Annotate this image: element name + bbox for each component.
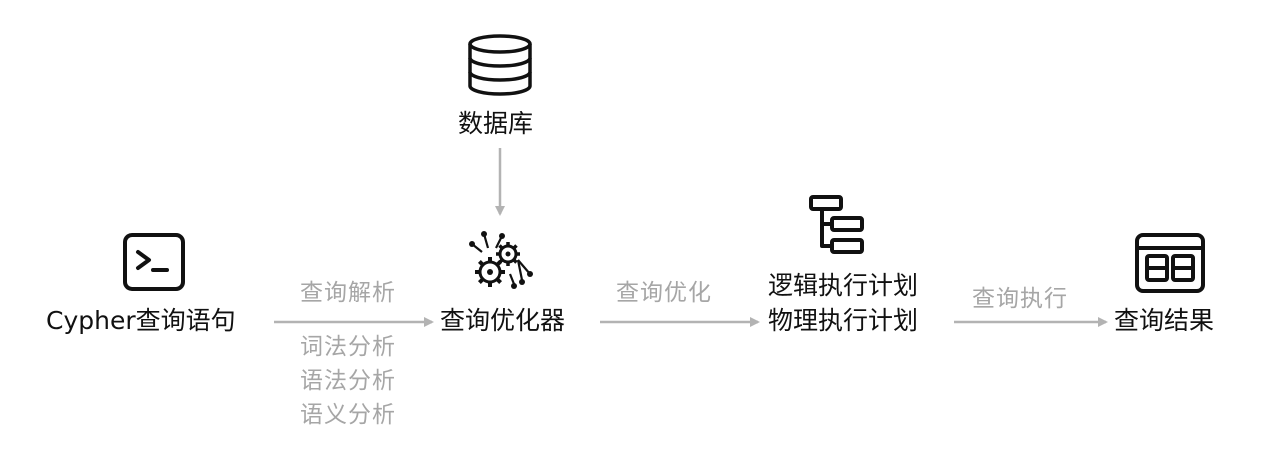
database-icon <box>468 34 532 96</box>
node-plan-label-line1: 逻辑执行计划 <box>768 271 919 300</box>
edge-execute-label: 查询执行 <box>972 286 1068 312</box>
node-database-label: 数据库 <box>458 109 534 138</box>
tree-plan-icon <box>809 195 864 254</box>
edge-parse-sub-1: 词法分析 <box>300 334 396 360</box>
edge-parse-sub-2: 语法分析 <box>300 368 396 394</box>
terminal-icon <box>123 233 185 291</box>
node-cypher-label: Cypher查询语句 <box>46 306 236 335</box>
edge-optimize-label: 查询优化 <box>616 280 712 306</box>
gears-network-icon <box>469 231 533 289</box>
node-plan-label-line2: 物理执行计划 <box>768 306 919 335</box>
node-result-label: 查询结果 <box>1114 306 1215 335</box>
node-optimizer-label: 查询优化器 <box>440 306 566 335</box>
edge-parse-label: 查询解析 <box>300 280 396 306</box>
edge-parse-sub-3: 语义分析 <box>300 402 396 428</box>
result-panel-icon <box>1135 233 1205 293</box>
